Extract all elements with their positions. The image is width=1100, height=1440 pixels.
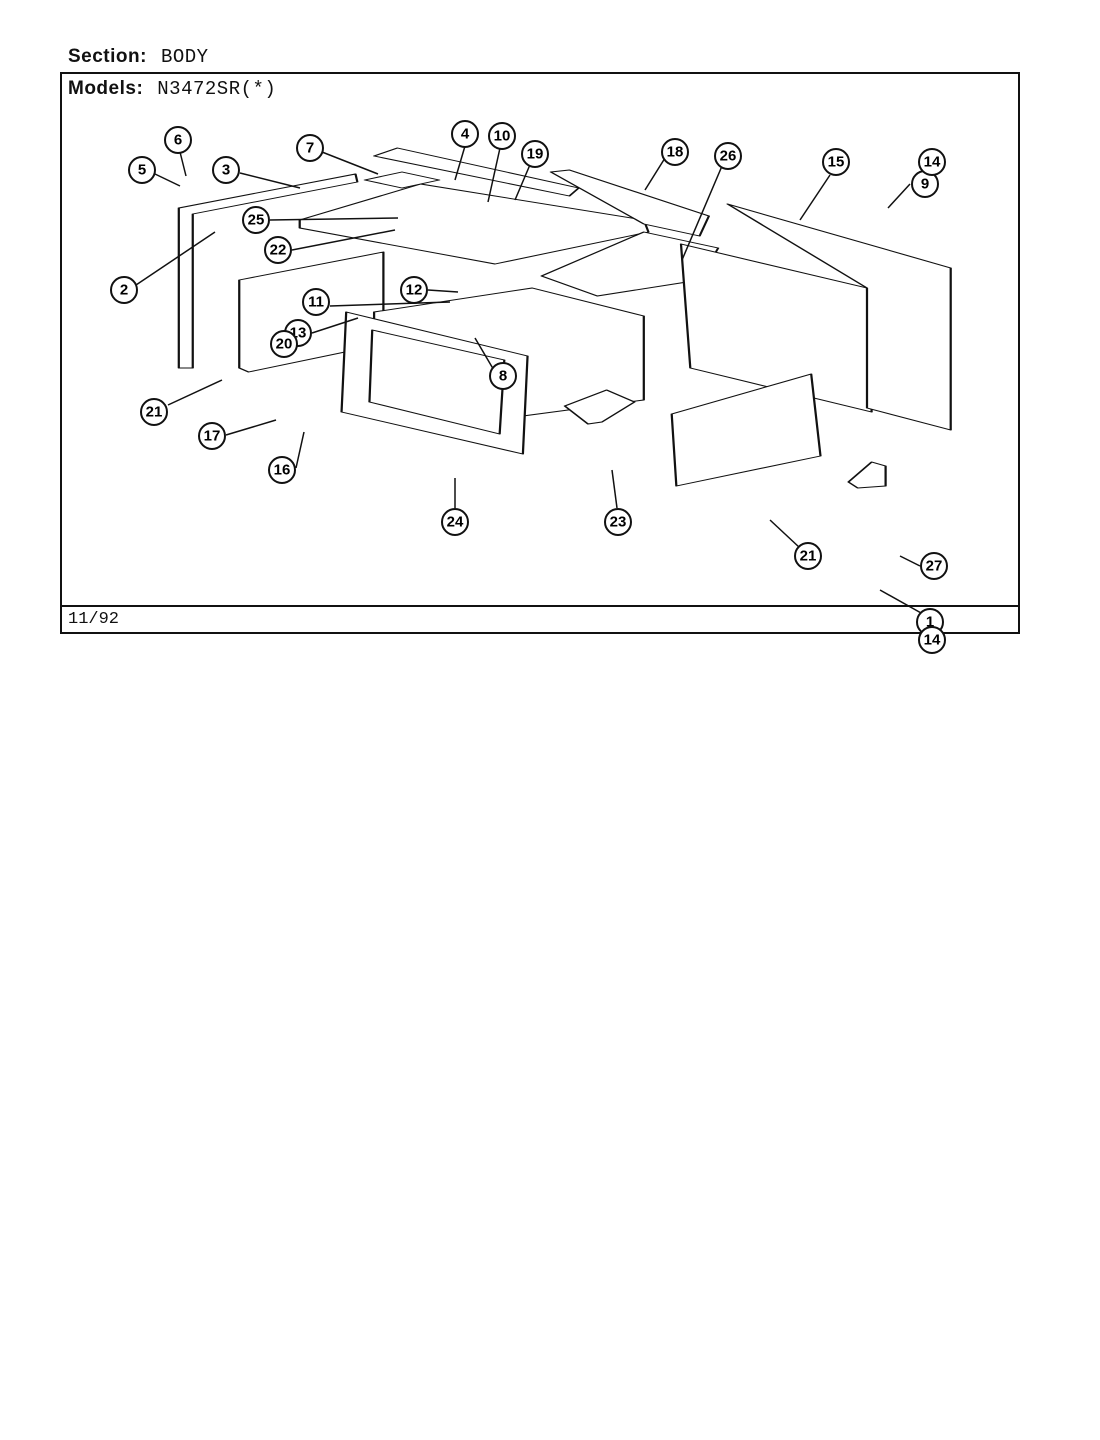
callout-19: 19 xyxy=(521,140,549,168)
callout-21-left: 21 xyxy=(140,398,168,426)
svg-text:12: 12 xyxy=(406,282,423,299)
svg-text:26: 26 xyxy=(720,148,737,165)
models-header: Models: N3472SR(*) xyxy=(68,78,276,100)
door-hinge xyxy=(563,389,636,425)
callout-21-right: 21 xyxy=(794,542,822,570)
callout-14-lower: 14 xyxy=(918,626,946,654)
callout-6: 6 xyxy=(164,126,192,154)
callout-22: 22 xyxy=(264,236,292,264)
revision-date: 11/92 xyxy=(68,610,120,629)
section-header: Section: BODY xyxy=(68,46,209,68)
callout-11: 11 xyxy=(302,288,330,316)
callout-3: 3 xyxy=(212,156,240,184)
svg-text:17: 17 xyxy=(204,428,221,445)
callout-23: 23 xyxy=(604,508,632,536)
cavity-opening xyxy=(368,329,506,435)
callout-7: 7 xyxy=(296,134,324,162)
svg-text:27: 27 xyxy=(926,558,943,575)
callout-15: 15 xyxy=(822,148,850,176)
side-channel xyxy=(549,169,711,237)
svg-text:7: 7 xyxy=(306,140,314,157)
svg-text:1: 1 xyxy=(926,614,934,631)
callout-24: 24 xyxy=(441,508,469,536)
control-box xyxy=(363,171,441,189)
svg-text:10: 10 xyxy=(494,128,511,145)
svg-text:21: 21 xyxy=(800,548,817,565)
callout-14-upper: 14 xyxy=(918,148,946,176)
callout-5: 5 xyxy=(128,156,156,184)
callout-17: 17 xyxy=(198,422,226,450)
svg-text:5: 5 xyxy=(138,162,146,179)
svg-text:11: 11 xyxy=(308,294,324,311)
parts-drawing xyxy=(177,147,952,489)
lower-side-panel xyxy=(670,373,822,487)
svg-text:6: 6 xyxy=(174,132,182,149)
svg-text:3: 3 xyxy=(222,162,230,179)
rear-panel xyxy=(679,243,873,413)
callout-10: 10 xyxy=(488,122,516,150)
diagram-frame xyxy=(60,72,1020,634)
section-value: BODY xyxy=(160,46,209,68)
callout-9: 9 xyxy=(911,170,939,198)
models-value: N3472SR(*) xyxy=(157,78,277,100)
callout-18: 18 xyxy=(661,138,689,166)
svg-text:14: 14 xyxy=(924,632,941,649)
svg-text:8: 8 xyxy=(499,368,507,385)
svg-text:20: 20 xyxy=(276,336,293,353)
callout-16: 16 xyxy=(268,456,296,484)
callout-26: 26 xyxy=(714,142,742,170)
footer-divider xyxy=(60,605,1020,607)
callout-layer: 1 2 3 4 5 6 7 8 9 10 11 12 13 14 14 15 1… xyxy=(110,120,948,654)
svg-text:16: 16 xyxy=(274,462,291,479)
callout-4: 4 xyxy=(451,120,479,148)
svg-text:9: 9 xyxy=(921,176,929,193)
callout-20: 20 xyxy=(270,330,298,358)
front-trim-strip xyxy=(177,173,359,369)
section-label: Section: xyxy=(68,46,147,67)
callout-8: 8 xyxy=(489,362,517,390)
svg-text:23: 23 xyxy=(610,514,627,531)
callout-25: 25 xyxy=(242,206,270,234)
svg-text:18: 18 xyxy=(667,144,684,161)
svg-text:22: 22 xyxy=(270,242,287,259)
callout-2: 2 xyxy=(110,276,138,304)
svg-text:25: 25 xyxy=(248,212,265,229)
svg-text:2: 2 xyxy=(120,282,128,299)
anti-tip-bracket xyxy=(847,461,887,489)
svg-text:15: 15 xyxy=(828,154,845,171)
svg-text:4: 4 xyxy=(461,126,470,143)
svg-text:24: 24 xyxy=(447,514,464,531)
right-side-panel xyxy=(726,203,952,431)
callout-12: 12 xyxy=(400,276,428,304)
svg-text:19: 19 xyxy=(527,146,544,163)
svg-text:21: 21 xyxy=(146,404,163,421)
svg-text:14: 14 xyxy=(924,154,941,171)
models-label: Models: xyxy=(68,78,144,99)
callout-27: 27 xyxy=(920,552,948,580)
